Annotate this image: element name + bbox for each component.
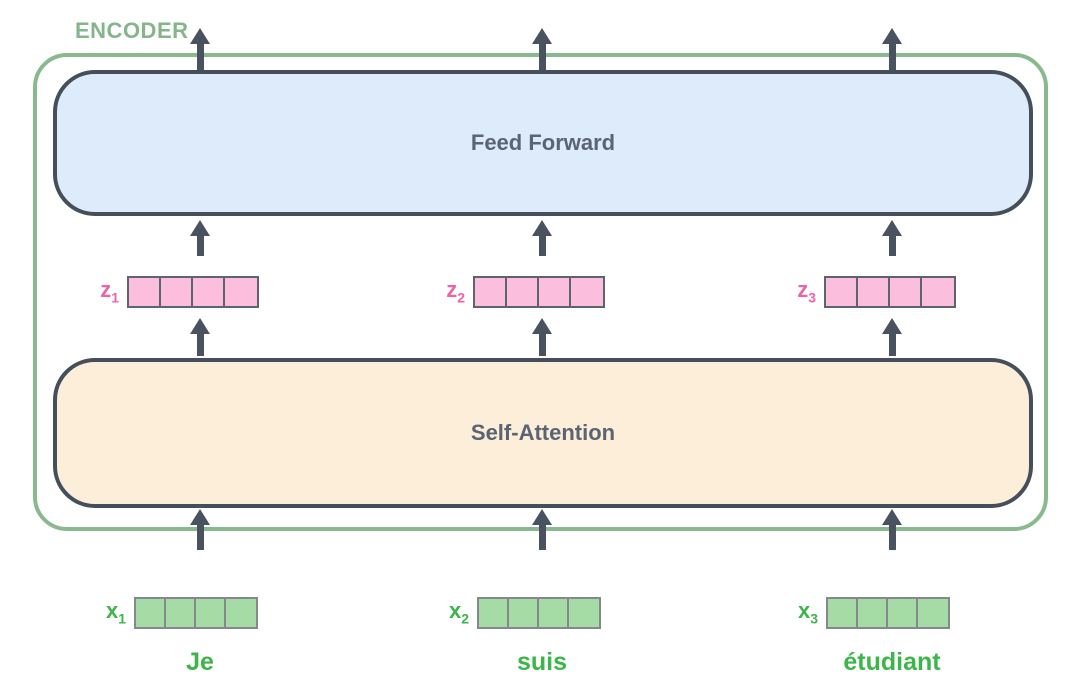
arrow-head [882,28,902,44]
x1-cells [134,597,258,629]
arrow-shaft [538,236,546,256]
arrow-shaft [538,525,546,550]
x2-vector: x2 [429,597,601,629]
arrow-head [532,220,552,236]
arrow-head [882,509,902,525]
vector-cell [828,599,858,627]
x3-label: x3 [797,598,818,627]
arrow-head [190,28,210,44]
arrow-shaft [888,44,896,70]
vector-cell [479,599,509,627]
z1-vector: z1 [79,276,259,308]
z2-cells [473,276,605,308]
self-attention-label: Self-Attention [470,420,616,445]
input-token: suis [516,648,568,676]
vector-cell [193,278,225,306]
up-arrow-icon [190,220,210,256]
arrow-shaft [196,44,204,70]
vector-cell [225,278,257,306]
up-arrow-icon [882,28,902,70]
up-arrow-icon [532,220,552,256]
vector-cell [918,599,948,627]
vector-cell [922,278,954,306]
x2-cells [477,597,601,629]
up-arrow-icon [882,318,902,356]
arrow-shaft [888,334,896,356]
vector-cell [569,599,599,627]
x2-label: x2 [448,598,469,627]
vector-cell [166,599,196,627]
up-arrow-icon [882,509,902,550]
arrow-shaft [196,236,204,256]
vector-cell [888,599,918,627]
up-arrow-icon [532,318,552,356]
up-arrow-icon [882,220,902,256]
encoder-label: ENCODER [75,18,189,43]
vector-cell [571,278,603,306]
vector-cell [890,278,922,306]
up-arrow-icon [190,509,210,550]
vector-cell [129,278,161,306]
arrow-head [532,28,552,44]
vector-cell [858,278,890,306]
x1-label: x1 [105,598,126,627]
arrow-head [190,318,210,334]
arrow-head [190,220,210,236]
vector-cell [826,278,858,306]
vector-cell [509,599,539,627]
vector-cell [539,599,569,627]
feed-forward-block: Feed Forward [53,70,1033,216]
z3-cells [824,276,956,308]
vector-cell [858,599,888,627]
vector-cell [539,278,571,306]
z3-label: z3 [797,277,816,306]
arrow-head [532,318,552,334]
arrow-head [882,318,902,334]
vector-cell [507,278,539,306]
vector-cell [226,599,256,627]
vector-cell [196,599,226,627]
x3-cells [826,597,950,629]
arrow-head [190,509,210,525]
up-arrow-icon [190,318,210,356]
arrow-shaft [538,44,546,70]
z3-vector: z3 [776,276,956,308]
input-token: étudiant [843,648,941,676]
z2-vector: z2 [425,276,605,308]
arrow-shaft [196,525,204,550]
up-arrow-icon [190,28,210,70]
arrow-shaft [888,236,896,256]
x1-vector: x1 [86,597,258,629]
vector-cell [136,599,166,627]
self-attention-block: Self-Attention [53,358,1033,508]
z2-label: z2 [446,277,465,306]
input-token: Je [186,648,214,676]
arrow-head [532,509,552,525]
vector-cell [475,278,507,306]
arrow-shaft [196,334,204,356]
arrow-head [882,220,902,236]
z1-cells [127,276,259,308]
z1-label: z1 [100,277,119,306]
arrow-shaft [888,525,896,550]
feed-forward-label: Feed Forward [470,130,616,155]
vector-cell [161,278,193,306]
up-arrow-icon [532,509,552,550]
arrow-shaft [538,334,546,356]
x3-vector: x3 [778,597,950,629]
up-arrow-icon [532,28,552,70]
